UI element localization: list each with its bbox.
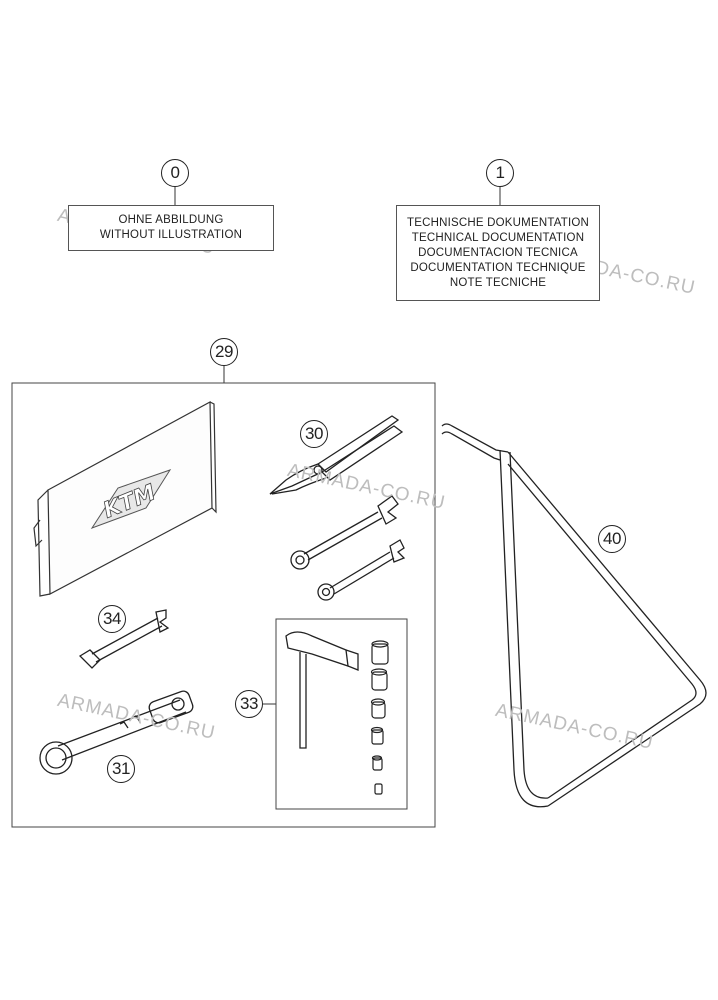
tool-bag: KTM [33,401,217,597]
label-line: WITHOUT ILLUSTRATION [99,229,243,241]
callout-33[interactable]: 33 [235,690,263,718]
callout-40[interactable]: 40 [598,525,626,553]
tool-kit-outline [11,382,436,828]
callout-1[interactable]: 1 [486,159,514,187]
t-handle-key-drawing [285,631,359,749]
open-end-wrench-drawing [78,609,170,669]
label-box-1: TECHNISCHE DOKUMENTATION TECHNICAL DOCUM… [396,205,600,301]
callout-0[interactable]: 0 [161,159,189,187]
callout-34[interactable]: 34 [98,605,126,633]
wrench-large-drawing [290,495,399,570]
callout-30[interactable]: 30 [300,420,328,448]
side-stand-drawing [441,423,707,808]
label-line: NOTE TECNICHE [449,276,547,289]
pliers-drawing [269,415,404,495]
callout-31[interactable]: 31 [107,755,135,783]
label-box-0: OHNE ABBILDUNG WITHOUT ILLUSTRATION [68,205,274,251]
callout-29[interactable]: 29 [210,338,238,366]
label-line: TECHNICAL DOCUMENTATION [411,231,585,244]
bit-sockets-drawing [370,640,389,795]
label-line: TECHNISCHE DOKUMENTATION [407,216,589,229]
label-line: OHNE ABBILDUNG [118,214,224,226]
wrench-small-drawing [317,539,406,601]
label-line: DOCUMENTACION TECNICA [418,246,578,259]
bit-set-outline [275,618,408,810]
ring-wrench-drawing [39,690,194,775]
label-line: DOCUMENTATION TECHNIQUE [410,261,586,274]
